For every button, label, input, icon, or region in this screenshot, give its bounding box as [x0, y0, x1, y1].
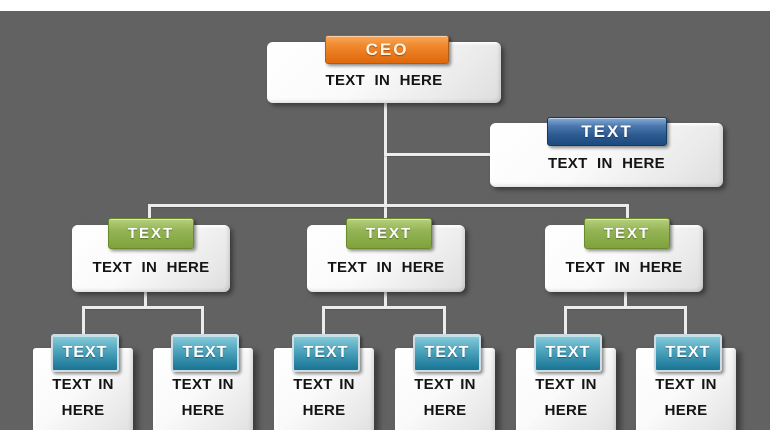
connector-pair2-stub — [384, 292, 387, 308]
manager-body-text: TEXT IN HERE — [327, 259, 445, 276]
manager-node-3: TEXT IN HERE TEXT — [545, 218, 703, 292]
ceo-tag: CEO — [325, 35, 449, 64]
manager-tag-3: TEXT — [584, 218, 670, 249]
connector-staff6-drop — [684, 306, 687, 335]
staff-body-text: TEXT IN HERE — [293, 376, 355, 419]
staff-body-text: TEXT IN HERE — [172, 376, 234, 419]
connector-manager3-drop — [626, 204, 629, 220]
staff-body-text: TEXT IN HERE — [414, 376, 476, 419]
staff-body-text: TEXT IN HERE — [52, 376, 114, 419]
staff-node-5: TEXT IN HERE TEXT — [516, 334, 616, 430]
staff-body-text: TEXT IN HERE — [655, 376, 717, 419]
staff-tag-2: TEXT — [171, 334, 239, 372]
manager-tag-2: TEXT — [346, 218, 432, 249]
connector-staff5-drop — [564, 306, 567, 335]
manager-body-text: TEXT IN HERE — [565, 259, 683, 276]
connector-ceo-vertical — [384, 103, 387, 218]
connector-pair1-stub — [144, 292, 147, 308]
manager-body-text: TEXT IN HERE — [92, 259, 210, 276]
ceo-node: TEXT IN HERE CEO — [267, 35, 501, 103]
connector-managers-splitter — [148, 204, 629, 207]
connector-assistant-horizontal — [384, 153, 490, 156]
connector-staff3-drop — [322, 306, 325, 335]
staff-node-2: TEXT IN HERE TEXT — [153, 334, 253, 430]
assistant-tag: TEXT — [547, 117, 667, 146]
connector-pair3-splitter — [564, 306, 687, 309]
staff-node-1: TEXT IN HERE TEXT — [33, 334, 133, 430]
manager-node-2: TEXT IN HERE TEXT — [307, 218, 465, 292]
connector-staff4-drop — [443, 306, 446, 335]
connector-staff1-drop — [82, 306, 85, 335]
staff-tag-6: TEXT — [654, 334, 722, 372]
staff-tag-4: TEXT — [413, 334, 481, 372]
staff-node-6: TEXT IN HERE TEXT — [636, 334, 736, 430]
assistant-node: TEXT IN HERE TEXT — [490, 117, 723, 187]
staff-body-text: TEXT IN HERE — [535, 376, 597, 419]
ceo-body-text: TEXT IN HERE — [325, 72, 443, 89]
connector-manager1-drop — [148, 204, 151, 220]
assistant-body-text: TEXT IN HERE — [548, 154, 665, 172]
top-white-strip — [0, 0, 770, 11]
staff-node-4: TEXT IN HERE TEXT — [395, 334, 495, 430]
staff-tag-1: TEXT — [51, 334, 119, 372]
staff-tag-3: TEXT — [292, 334, 360, 372]
connector-pair2-splitter — [322, 306, 446, 309]
staff-tag-5: TEXT — [534, 334, 602, 372]
staff-node-3: TEXT IN HERE TEXT — [274, 334, 374, 430]
connector-pair1-splitter — [82, 306, 204, 309]
manager-node-1: TEXT IN HERE TEXT — [72, 218, 230, 292]
manager-tag-1: TEXT — [108, 218, 194, 249]
connector-pair3-stub — [624, 292, 627, 308]
connector-staff2-drop — [201, 306, 204, 335]
